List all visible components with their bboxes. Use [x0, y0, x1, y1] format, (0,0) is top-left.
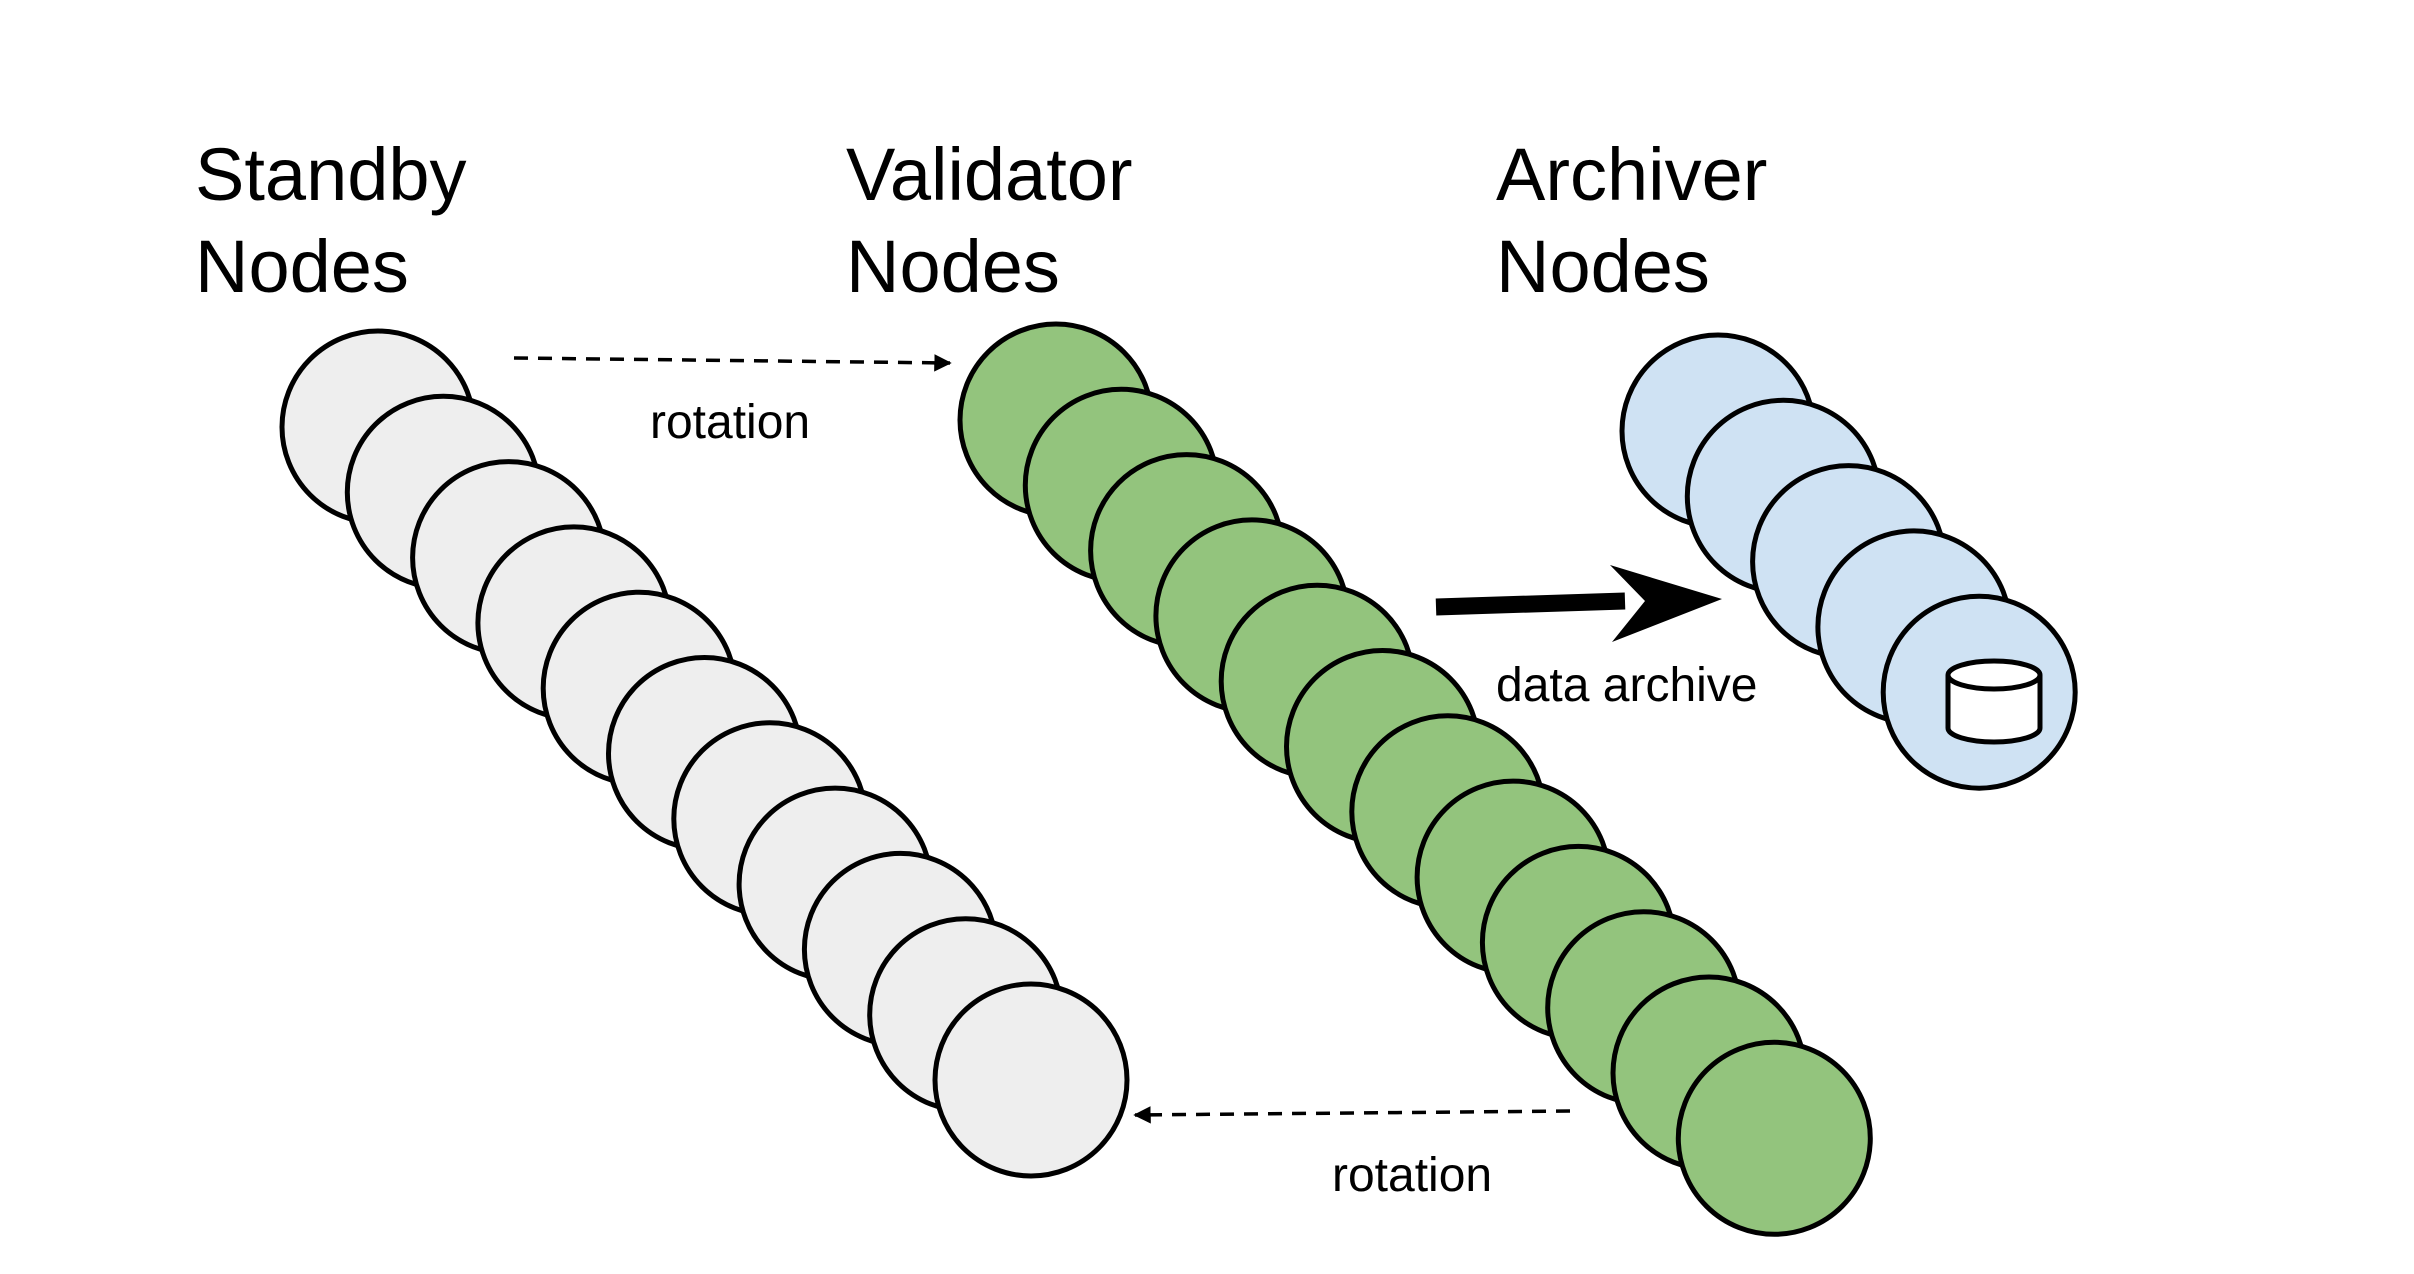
data-archive-arrow	[1435, 565, 1722, 642]
standby-node-stack	[279, 328, 1130, 1179]
standby-node	[932, 981, 1130, 1179]
rotation-arrow-to-validator	[513, 354, 952, 372]
archiver-title-line1: Archiver	[1496, 133, 1767, 216]
standby-title-line2: Nodes	[195, 225, 409, 308]
validator-node-stack	[957, 321, 1873, 1237]
validator-title-line2: Nodes	[846, 225, 1060, 308]
database-icon	[1945, 658, 2043, 745]
archiver-title-line2: Nodes	[1496, 225, 1710, 308]
rotation-arrow-to-standby	[1133, 1106, 1571, 1124]
validator-node	[1675, 1039, 1873, 1237]
rotation-label-bottom: rotation	[1332, 1149, 1492, 1202]
data-archive-label: data archive	[1496, 659, 1758, 712]
rotation-label-top: rotation	[650, 396, 810, 449]
standby-title-line1: Standby	[195, 133, 467, 216]
validator-title-line1: Validator	[846, 133, 1133, 216]
